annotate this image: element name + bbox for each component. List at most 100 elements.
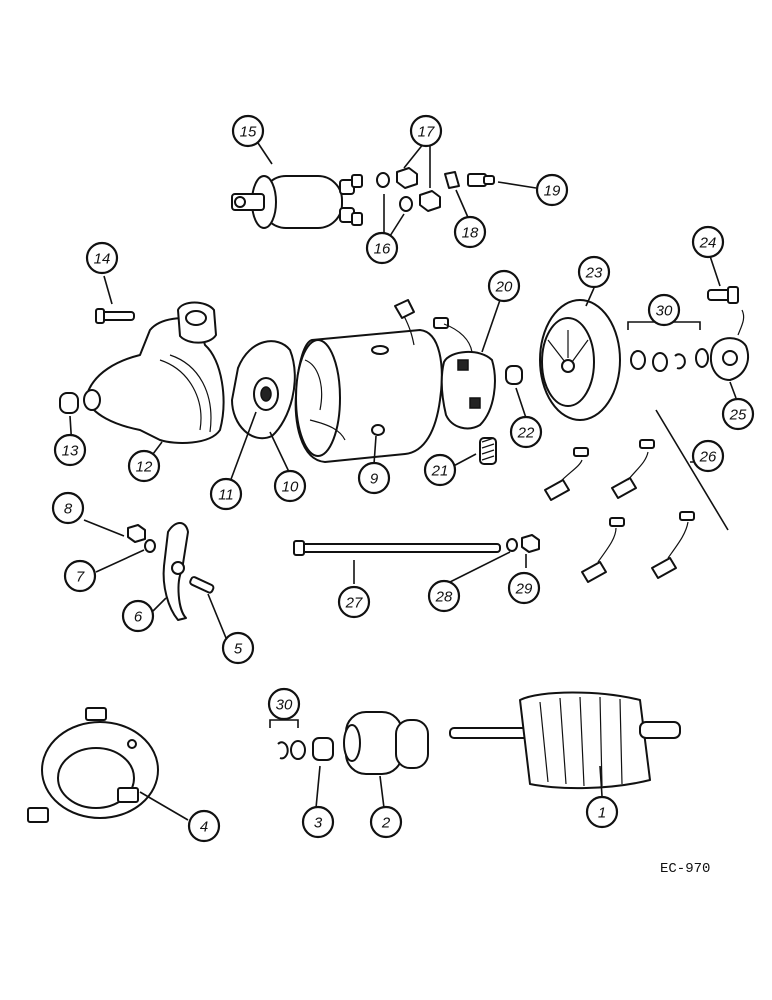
callout-circle: [577, 255, 611, 289]
callout-number: 9: [370, 471, 379, 488]
callout-29: 29: [507, 571, 541, 605]
callout-number: 20: [495, 279, 513, 296]
field-coil-yoke: [27, 707, 159, 823]
solenoid-part: [231, 174, 363, 229]
callout-21: 21: [423, 453, 457, 487]
callout-circle: [691, 225, 725, 259]
field-frame: [294, 299, 443, 463]
callout-10: 10: [273, 469, 307, 503]
callout-18: 18: [453, 215, 487, 249]
callout-22: 22: [509, 415, 543, 449]
leader-lines: [69, 142, 737, 821]
callout-number: 4: [200, 819, 208, 836]
callout-16: 16: [365, 231, 399, 265]
callout-circle: [121, 599, 155, 633]
brush-spring: [479, 437, 497, 465]
callout-number: 3: [314, 815, 323, 832]
callout-14: 14: [85, 241, 119, 275]
shift-lever-group: [127, 522, 215, 621]
callout-circle: [427, 579, 461, 613]
callout-23: 23: [577, 255, 611, 289]
drive-end-screw: [95, 308, 135, 324]
callout-number: 29: [515, 581, 533, 598]
callout-circle: [535, 173, 569, 207]
drive-end-bushing: [59, 392, 79, 414]
callout-circle: [721, 397, 755, 431]
callout-circle: [231, 114, 265, 148]
callout-number: 13: [62, 443, 79, 460]
callout-number: 6: [134, 609, 143, 626]
end-plate: [231, 340, 296, 439]
callout-number: 1: [598, 805, 606, 822]
callout-circle: [691, 439, 725, 473]
callout-17: 17: [409, 114, 443, 148]
callout-30: 30: [647, 293, 681, 327]
callout-circle: [585, 795, 619, 829]
callout-circle: [409, 114, 443, 148]
callout-11: 11: [209, 477, 243, 511]
callout-number: 2: [381, 815, 391, 832]
drive-end-housing: [83, 301, 225, 444]
starter-drive: [343, 711, 429, 775]
callout-circle: [127, 449, 161, 483]
terminal-clip-bolt: [444, 171, 495, 189]
callout-9: 9: [357, 461, 391, 495]
callout-number: 15: [240, 124, 257, 141]
callout-20: 20: [487, 269, 521, 303]
callout-circle: [423, 453, 457, 487]
callout-number: 17: [418, 124, 435, 141]
through-bolt-assembly: [293, 534, 540, 556]
callout-circle: [365, 231, 399, 265]
callout-circle: [507, 571, 541, 605]
callout-number: 16: [374, 241, 391, 258]
callout-circle: [267, 687, 301, 721]
callout-4: 4: [187, 809, 221, 843]
callout-19: 19: [535, 173, 569, 207]
callout-3: 3: [301, 805, 335, 839]
callout-number: 11: [218, 487, 234, 504]
callout-24: 24: [691, 225, 725, 259]
callout-number: 23: [585, 265, 603, 282]
callout-2: 2: [369, 805, 403, 839]
callout-number: 12: [136, 459, 153, 476]
callout-circle: [357, 461, 391, 495]
callout-circle: [221, 631, 255, 665]
callout-number: 10: [282, 479, 299, 496]
callout-number: 24: [699, 235, 717, 252]
callout-13: 13: [53, 433, 87, 467]
callout-number: 21: [431, 463, 449, 480]
callout-circle: [337, 585, 371, 619]
figure-reference-code: EC-970: [660, 861, 710, 877]
callout-number: 22: [517, 425, 535, 442]
callout-1: 1: [585, 795, 619, 829]
solenoid-washers-nuts: [376, 167, 441, 212]
brush-set: [544, 439, 695, 583]
drive-washers: [277, 740, 306, 760]
callout-layer: 1234567891011121314151617181920212223242…: [51, 114, 755, 843]
callout-number: 7: [76, 569, 85, 586]
callout-circle: [187, 809, 221, 843]
callout-12: 12: [127, 449, 161, 483]
callout-circle: [453, 215, 487, 249]
callout-circle: [209, 477, 243, 511]
callout-number: 26: [699, 449, 717, 466]
callout-number: 30: [276, 697, 293, 714]
callout-circle: [301, 805, 335, 839]
callout-circle: [487, 269, 521, 303]
end-cap: [710, 309, 749, 381]
callout-number: 30: [656, 303, 673, 320]
callout-30: 30: [267, 687, 301, 721]
callout-circle: [85, 241, 119, 275]
callout-number: 5: [234, 641, 243, 658]
callout-circle: [369, 805, 403, 839]
callout-27: 27: [337, 585, 371, 619]
callout-number: 14: [94, 251, 111, 268]
callout-number: 25: [729, 407, 747, 424]
callout-number: 27: [345, 595, 363, 612]
callout-circle: [509, 415, 543, 449]
callout-number: 8: [64, 501, 73, 518]
callout-circle: [51, 491, 85, 525]
callout-circle: [273, 469, 307, 503]
callout-number: 19: [544, 183, 561, 200]
